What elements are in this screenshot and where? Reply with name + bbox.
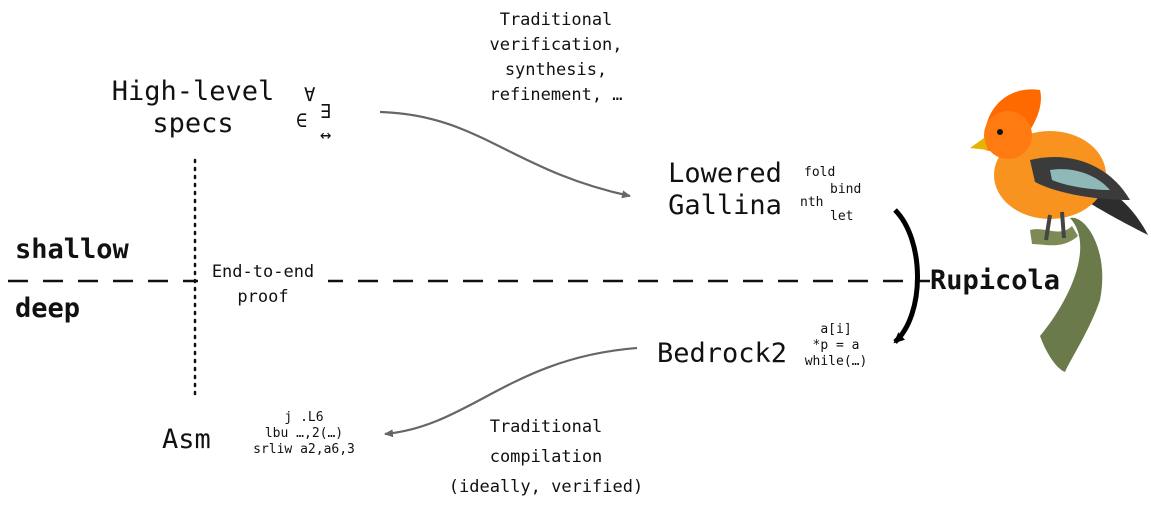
let-keyword: let — [830, 209, 854, 224]
deep-label: deep — [15, 293, 81, 324]
bird-head — [984, 111, 1032, 159]
asm-symbol-line1: j .L6 — [284, 410, 324, 425]
branch-shape — [1040, 217, 1103, 372]
verification-label-line1: Traditional — [499, 10, 613, 30]
verification-arrow — [379, 110, 631, 199]
compilation-label-line2: compilation — [489, 447, 603, 467]
bedrock-symbol-line1: a[i] — [820, 322, 852, 337]
rupicola-arrow — [893, 208, 920, 344]
branch-stub — [1030, 226, 1078, 246]
verification-label-line4: refinement, … — [489, 85, 623, 105]
bedrock-symbol-line2: *p = a — [812, 338, 860, 353]
specs-symbols: ∀ ∃ ∈ ↔ — [296, 84, 356, 146]
lowered-gallina-label-line2: Gallina — [668, 190, 782, 221]
fold-keyword: fold — [804, 165, 836, 180]
asm-symbols: j .L6 lbu …,2(…) srliw a2,a6,3 — [246, 410, 362, 458]
bedrock2-node: Bedrock2 — [657, 338, 788, 369]
compilation-arrow — [384, 346, 638, 438]
shallow-label: shallow — [15, 234, 129, 265]
bird-eye — [997, 129, 1003, 135]
bird-wing-highlight — [1050, 169, 1110, 190]
element-of-symbol: ∈ — [296, 110, 308, 132]
asm-symbol-line3: srliw a2,a6,3 — [253, 442, 355, 457]
bedrock-symbols: a[i] *p = a while(…) — [798, 322, 874, 370]
compilation-label-line1: Traditional — [489, 417, 603, 437]
verification-label-line3: synthesis, — [504, 60, 608, 80]
verification-label-line2: verification, — [489, 35, 623, 55]
exists-symbol: ∃ — [320, 101, 332, 123]
iff-symbol: ↔ — [320, 124, 332, 146]
high-level-specs-node: High-level specs — [108, 76, 278, 140]
gallina-symbols: fold bind nth let — [800, 166, 870, 228]
forall-symbol: ∀ — [304, 84, 316, 106]
bird-leg — [1044, 211, 1066, 241]
rupicola-label: Rupicola — [930, 265, 1061, 296]
end-to-end-label-line1: End-to-end — [211, 262, 315, 282]
high-level-specs-label-line2: specs — [152, 108, 234, 139]
verification-edge-label: Traditional verification, synthesis, ref… — [466, 8, 646, 108]
asm-symbol-line2: lbu …,2(…) — [264, 426, 344, 441]
lowered-gallina-label-line1: Lowered — [668, 158, 782, 189]
high-level-specs-label-line1: High-level — [111, 76, 275, 107]
compilation-edge-label: Traditional compilation (ideally, verifi… — [436, 412, 656, 502]
bird-beak — [970, 138, 988, 150]
lowered-gallina-node: Lowered Gallina — [650, 158, 800, 222]
end-to-end-label: End-to-end proof — [198, 260, 328, 310]
compilation-label-line3: (ideally, verified) — [448, 477, 644, 497]
nth-keyword: nth — [800, 195, 824, 210]
asm-node: Asm — [162, 424, 211, 455]
end-to-end-label-line2: proof — [237, 287, 289, 307]
bird-illustration — [970, 89, 1148, 372]
bedrock-symbol-line3: while(…) — [804, 354, 868, 369]
bind-keyword: bind — [830, 182, 862, 197]
